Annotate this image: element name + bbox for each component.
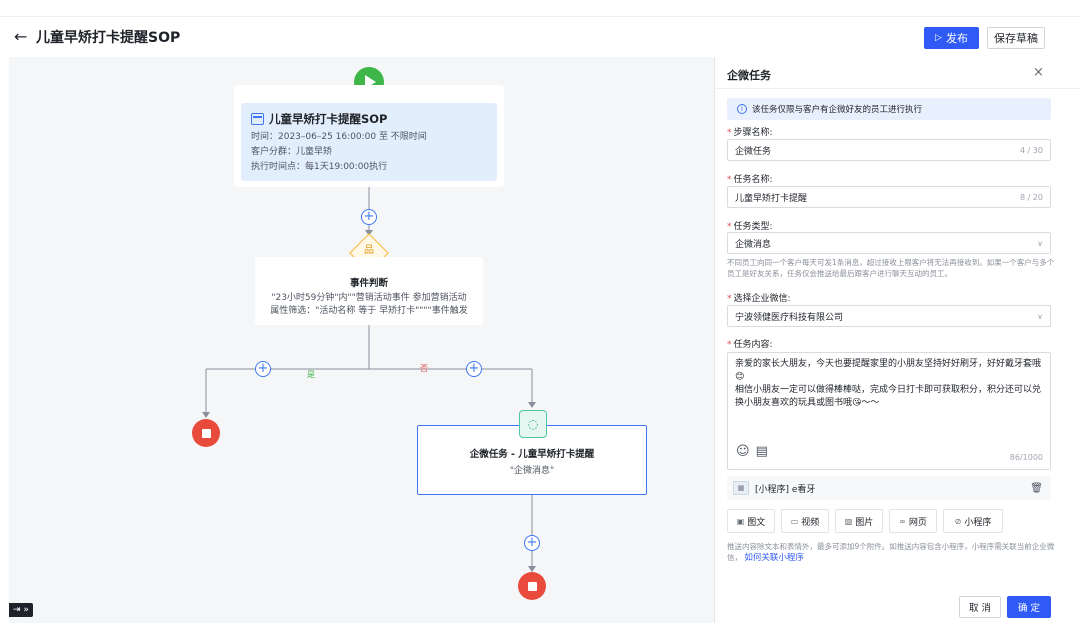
task-type-label: *任务类型: (727, 222, 773, 232)
notice-banner: i 该任务仅限与客户有企微好友的员工进行执行 (727, 98, 1051, 120)
flow-canvas[interactable]: 儿童早矫打卡提醒SOP 时间：2023–06–25 16:00:00 至 不限时… (9, 57, 714, 623)
start-card-title: 儿童早矫打卡提醒SOP (269, 112, 388, 126)
content-count: 86/1000 (1009, 453, 1043, 462)
add-webpage-button[interactable]: ∞网页 (889, 509, 937, 533)
save-draft-button[interactable]: 保存草稿 (987, 27, 1045, 49)
wechat-task-panel: 企微任务 × i 该任务仅限与客户有企微好友的员工进行执行 *步骤名称: 企微任… (714, 57, 1080, 623)
send-icon: ▷ (935, 33, 942, 43)
video-icon: ▭ (790, 516, 799, 526)
flow-connectors (202, 187, 536, 572)
attachment-help: 推送内容除文本和表情外，最多可添加9个附件。如推送内容包含小程序，小程序需关联当… (727, 541, 1057, 564)
stop-icon (201, 428, 211, 438)
notice-text: 该任务仅限与客户有企微好友的员工进行执行 (752, 105, 923, 115)
content-textarea[interactable]: 亲爱的家长大朋友，今天也要提醒家里的小朋友坚持好好刷牙，好好戴牙套哦😊 相信小朋… (727, 352, 1051, 470)
content-line1: 亲爱的家长大朋友，今天也要提醒家里的小朋友坚持好好刷牙，好好戴牙套哦😊 (735, 359, 1042, 382)
add-image-button[interactable]: ▨图片 (835, 509, 883, 533)
add-step-yes-button[interactable]: + (255, 361, 271, 377)
chevron-down-icon: ∨ (1037, 311, 1043, 321)
content-line2: 相信小朋友一定可以做得棒棒哒，完成今日打卡即可获取积分，积分还可以兑换小朋友喜欢… (735, 385, 1042, 408)
corp-select[interactable]: 宁波领健医疗科技有限公司 ∨ (727, 305, 1051, 327)
task-name-input[interactable]: 儿童早矫打卡提醒 8 / 20 (727, 186, 1051, 208)
event-card-line2: 属性筛选："活动名称 等于 早矫打卡""""事件触发 (270, 306, 468, 316)
end-node-yes[interactable] (192, 419, 220, 447)
corp-label: *选择企业微信: (727, 294, 791, 304)
miniprogram-thumbnail: ▦ (733, 481, 749, 495)
confirm-button[interactable]: 确 定 (1007, 596, 1051, 618)
attachment-label: [小程序] e看牙 (755, 484, 816, 495)
chat-bubble-icon: ◌ (527, 417, 539, 431)
event-card-line1: "23小时59分钟"内""营销活动事件 参加营销活动 (271, 293, 467, 303)
emoji-icon[interactable]: ☺ (736, 444, 750, 459)
start-card-segment: 客户分群：儿童早矫 (251, 147, 333, 157)
add-step-no-button[interactable]: + (466, 361, 482, 377)
step-name-count: 4 / 30 (1019, 145, 1043, 155)
expand-panel-button[interactable]: ⇥ » (9, 603, 33, 617)
task-card-title: 企微任务 - 儿童早矫打卡提醒 (469, 449, 595, 460)
step-name-label: *步骤名称: (727, 128, 773, 138)
cancel-button[interactable]: 取 消 (959, 596, 1001, 618)
branch-icon: 品 (364, 245, 374, 256)
attachment-item[interactable]: ▦ [小程序] e看牙 🗑 (727, 476, 1051, 500)
page-title: 儿童早矫打卡提醒SOP (36, 30, 181, 46)
event-judge-card[interactable]: 事件判断 "23小时59分钟"内""营销活动事件 参加营销活动 属性筛选："活动… (255, 257, 483, 325)
trash-icon[interactable]: 🗑 (1030, 482, 1043, 494)
branch-yes-label: 是 (307, 370, 315, 379)
step-name-input[interactable]: 企微任务 4 / 30 (727, 139, 1051, 161)
start-card-time: 时间：2023–06–25 16:00:00 至 不限时间 (251, 132, 427, 142)
content-label: *任务内容: (727, 340, 773, 350)
wechat-task-node[interactable]: ◌ (519, 410, 547, 438)
page-header: ← 儿童早矫打卡提醒SOP ▷ 发布 保存草稿 (0, 16, 1080, 56)
stop-icon (527, 581, 537, 591)
task-type-select[interactable]: 企微消息 ∨ (727, 232, 1051, 254)
calendar-icon (251, 113, 264, 125)
miniprogram-help-link[interactable]: 如何关联小程序 (744, 553, 804, 563)
task-name-count: 8 / 20 (1019, 192, 1043, 202)
publish-button[interactable]: ▷ 发布 (924, 27, 979, 49)
branch-no-label: 否 (420, 364, 428, 373)
back-arrow-icon[interactable]: ← (14, 27, 28, 46)
start-card-exec-time: 执行时间点：每1天19:00:00执行 (251, 162, 388, 172)
panel-title: 企微任务 (727, 69, 771, 82)
add-miniprogram-button[interactable]: ⊘小程序 (943, 509, 1003, 533)
task-type-hint: 不同员工向同一个客户每天可发1条消息，超过接收上限客户将无法再接收到。如果一个客… (727, 258, 1055, 278)
image-icon: ▨ (844, 516, 853, 526)
template-icon[interactable]: ▤ (755, 444, 768, 459)
close-icon[interactable]: × (1033, 65, 1044, 80)
task-card-subtitle: "企微消息" (509, 466, 555, 476)
event-card-title: 事件判断 (349, 278, 388, 289)
miniprogram-icon: ⊘ (954, 516, 962, 526)
add-step-button[interactable]: + (361, 209, 377, 225)
add-article-button[interactable]: ▣图文 (727, 509, 775, 533)
attachment-help-text: 推送内容除文本和表情外，最多可添加9个附件。如推送内容包含小程序，小程序需关联当… (727, 542, 1055, 562)
link-icon: ∞ (899, 516, 906, 526)
chevron-down-icon: ∨ (1037, 238, 1043, 248)
start-card[interactable]: 儿童早矫打卡提醒SOP 时间：2023–06–25 16:00:00 至 不限时… (241, 103, 497, 181)
play-icon (365, 75, 376, 89)
add-step-after-task-button[interactable]: + (524, 535, 540, 551)
panel-divider (715, 88, 1080, 89)
info-icon: i (737, 104, 747, 114)
add-video-button[interactable]: ▭视频 (781, 509, 829, 533)
article-icon: ▣ (736, 516, 745, 526)
end-node-no[interactable] (518, 572, 546, 600)
task-name-label: *任务名称: (727, 175, 773, 185)
publish-label: 发布 (945, 32, 968, 45)
